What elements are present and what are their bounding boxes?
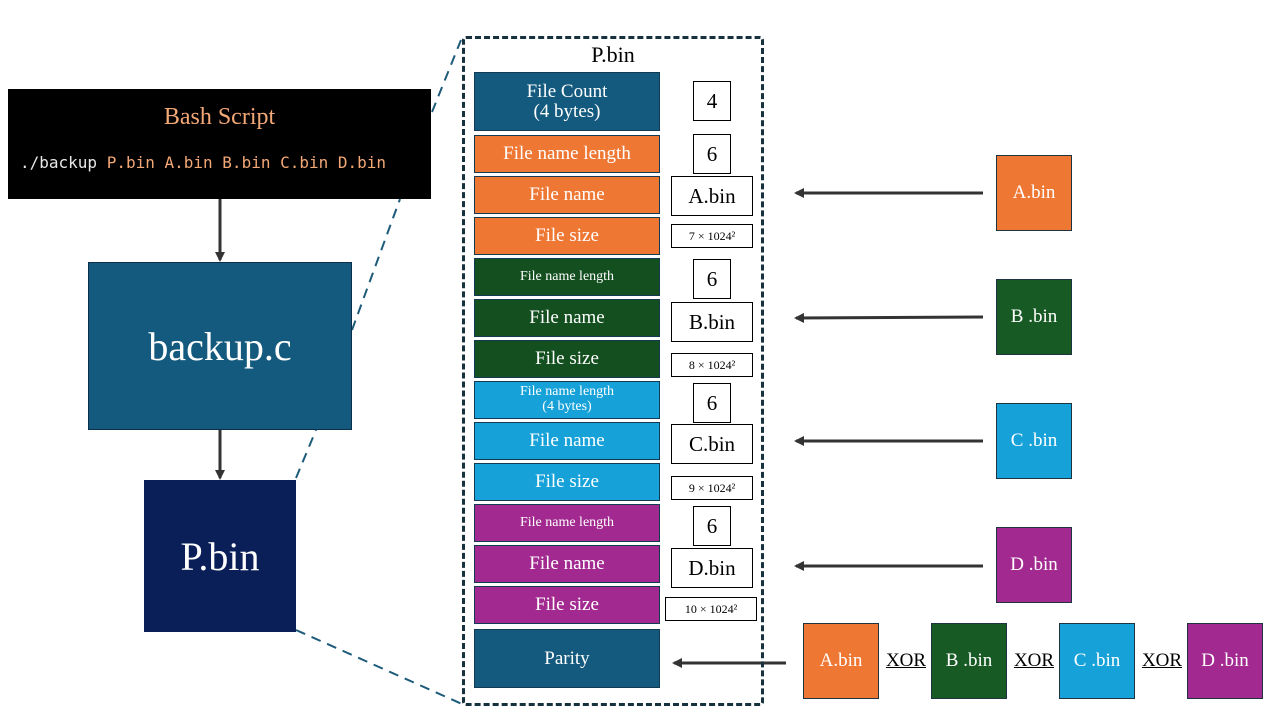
- command-args: P.bin A.bin B.bin C.bin D.bin: [106, 153, 387, 172]
- value-d-12: 10 × 1024²: [665, 597, 757, 621]
- bash-command: ./backup P.bin A.bin B.bin C.bin D.bin: [20, 153, 386, 172]
- p-bin-node: P.bin: [144, 480, 296, 632]
- field-c-9: File size: [474, 463, 660, 501]
- xor-operand-2: C .bin: [1059, 623, 1135, 699]
- value-a-1: 6: [693, 134, 731, 174]
- source-file-1: B .bin: [996, 279, 1072, 355]
- field-a-3: File size: [474, 217, 660, 255]
- value-b-6: 8 × 1024²: [671, 353, 753, 377]
- field-c-8: File name: [474, 422, 660, 460]
- zoom-line-bottom: [295, 629, 463, 705]
- source-file-2: C .bin: [996, 403, 1072, 479]
- value-d-11: D.bin: [671, 548, 753, 588]
- value-b-5: B.bin: [671, 302, 753, 342]
- bash-script-title: Bash Script: [163, 104, 276, 130]
- field-header-0: File Count (4 bytes): [474, 72, 660, 131]
- xor-operand-1: B .bin: [931, 623, 1007, 699]
- value-a-2: A.bin: [671, 176, 753, 216]
- bash-script-box: [8, 89, 431, 199]
- field-c-7: File name length (4 bytes): [474, 381, 660, 419]
- backup-c-node: backup.c: [88, 262, 352, 430]
- value-b-4: 6: [693, 259, 731, 299]
- field-d-10: File name length: [474, 504, 660, 542]
- xor-operator-1: XOR: [1013, 650, 1055, 671]
- value-c-9: 9 × 1024²: [671, 476, 753, 500]
- value-c-8: C.bin: [671, 424, 753, 464]
- value-a-3: 7 × 1024²: [671, 224, 753, 248]
- field-d-12: File size: [474, 586, 660, 624]
- command-prefix: ./backup: [20, 153, 107, 172]
- source-file-0: A.bin: [996, 155, 1072, 231]
- p-bin-layout-title: P.bin: [591, 42, 635, 67]
- xor-operand-3: D .bin: [1187, 623, 1263, 699]
- xor-operator-0: XOR: [885, 650, 927, 671]
- field-b-4: File name length: [474, 258, 660, 296]
- source-file-3: D .bin: [996, 527, 1072, 603]
- value-header-0: 4: [693, 81, 731, 121]
- zoom-line-top-lower: [351, 198, 401, 331]
- field-a-2: File name: [474, 176, 660, 214]
- zoom-line-mid: [295, 429, 317, 479]
- value-c-7: 6: [693, 383, 731, 423]
- p-bin-layout-frame: [462, 36, 764, 706]
- field-b-6: File size: [474, 340, 660, 378]
- xor-operator-2: XOR: [1141, 650, 1183, 671]
- field-header-13: Parity: [474, 629, 660, 688]
- xor-operand-0: A.bin: [803, 623, 879, 699]
- field-b-5: File name: [474, 299, 660, 337]
- field-d-11: File name: [474, 545, 660, 583]
- arrow-b-to-name: [794, 312, 984, 323]
- field-a-1: File name length: [474, 135, 660, 173]
- zoom-line-top-upper: [431, 39, 462, 113]
- value-d-10: 6: [693, 506, 731, 546]
